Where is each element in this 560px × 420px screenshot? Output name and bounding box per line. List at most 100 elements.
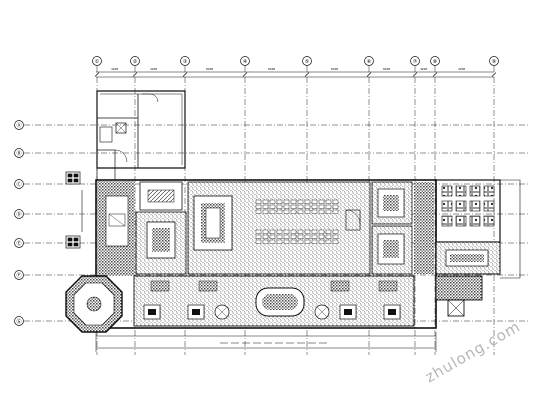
coffee-table <box>388 309 396 315</box>
svg-text:Ⓖ: Ⓖ <box>16 318 21 325</box>
round-table-cross <box>216 306 228 318</box>
lounge-furniture <box>143 280 401 320</box>
seat <box>297 234 304 239</box>
svg-text:⑦: ⑦ <box>413 59 418 65</box>
service-corridor <box>414 182 434 274</box>
dim-label-8: 4200 <box>458 67 465 71</box>
seat <box>269 239 276 244</box>
seat <box>304 209 311 214</box>
grid-bubble-9: ⑨ <box>489 56 499 66</box>
seat <box>332 229 339 234</box>
bottom-dimension-chain <box>95 332 437 352</box>
svg-text:⑨: ⑨ <box>492 59 497 65</box>
grid-bubbles-left: Ⓐ Ⓑ Ⓒ Ⓓ Ⓔ Ⓕ Ⓖ <box>14 120 24 326</box>
svg-text:①: ① <box>95 59 100 65</box>
west-meeting-room <box>135 211 187 275</box>
dimension-tick <box>491 72 497 77</box>
sofa-upper <box>198 280 218 292</box>
seat <box>290 239 297 244</box>
dim-label-5: 8400 <box>331 67 338 71</box>
seat <box>304 229 311 234</box>
seat <box>269 229 276 234</box>
seat <box>262 204 269 209</box>
seat <box>283 204 290 209</box>
grid-bubble-3: ③ <box>180 56 190 66</box>
seat <box>325 229 332 234</box>
grid-bubble-6: ⑥ <box>364 56 374 66</box>
seat <box>318 209 325 214</box>
seat <box>255 234 262 239</box>
seat <box>311 199 318 204</box>
seat <box>311 234 318 239</box>
seat <box>262 229 269 234</box>
svg-text:Ⓓ: Ⓓ <box>16 211 21 218</box>
seat <box>332 209 339 214</box>
seat <box>297 204 304 209</box>
grid-bubble-f: Ⓕ <box>14 270 24 280</box>
sofa-upper <box>330 280 350 292</box>
svg-text:⑧: ⑧ <box>433 59 438 65</box>
octagon-pavilion <box>65 275 123 333</box>
east-meeting-rooms <box>371 181 413 275</box>
grid-bubble-7: ⑦ <box>410 56 420 66</box>
top-dimension-chain <box>96 71 494 78</box>
seat <box>311 209 318 214</box>
staircase <box>139 181 183 211</box>
svg-text:Ⓑ: Ⓑ <box>16 150 21 157</box>
seat <box>318 234 325 239</box>
seat <box>283 199 290 204</box>
north-annex <box>96 90 186 181</box>
main-building <box>95 179 437 329</box>
coffee-table <box>148 309 156 315</box>
seat <box>318 199 325 204</box>
svg-text:⑥: ⑥ <box>367 59 372 65</box>
seat <box>262 234 269 239</box>
grid-bubble-a: Ⓐ <box>14 120 24 130</box>
seat <box>269 199 276 204</box>
hall-seating <box>255 199 339 244</box>
seat <box>318 229 325 234</box>
dim-label-2: 4200 <box>150 67 157 71</box>
seat <box>262 199 269 204</box>
seat <box>318 204 325 209</box>
coffee-table <box>192 309 200 315</box>
svg-text:⑤: ⑤ <box>305 59 310 65</box>
seat <box>276 204 283 209</box>
seat <box>262 209 269 214</box>
seat <box>290 199 297 204</box>
seat <box>325 209 332 214</box>
seat <box>332 204 339 209</box>
seat <box>276 234 283 239</box>
seat <box>304 199 311 204</box>
seat <box>262 239 269 244</box>
svg-text:Ⓐ: Ⓐ <box>16 122 21 129</box>
coffee-table <box>344 309 352 315</box>
dimension-tick <box>94 72 100 77</box>
seat <box>325 199 332 204</box>
seat <box>297 229 304 234</box>
grid-bubbles-top: ① ② ③ ④ ⑤ ⑥ ⑦ ⑧ ⑨ <box>92 56 499 66</box>
seat <box>290 229 297 234</box>
dimension-tick <box>242 72 248 77</box>
seat <box>255 204 262 209</box>
dimension-ticks <box>94 72 497 77</box>
seat <box>276 239 283 244</box>
seat <box>304 204 311 209</box>
seat <box>297 209 304 214</box>
restroom-stalls <box>441 185 495 227</box>
seat <box>332 234 339 239</box>
seat <box>290 234 297 239</box>
grid-bubble-2: ② <box>130 56 140 66</box>
seat <box>311 239 318 244</box>
seat <box>311 204 318 209</box>
svg-text:④: ④ <box>243 59 248 65</box>
east-wing <box>435 179 521 317</box>
dimension-tick <box>366 72 372 77</box>
seat <box>255 199 262 204</box>
seat <box>311 229 318 234</box>
seat <box>269 209 276 214</box>
seat <box>283 229 290 234</box>
dim-label-1: 4200 <box>111 67 118 71</box>
dim-label-3: 8400 <box>206 67 213 71</box>
seat <box>283 239 290 244</box>
